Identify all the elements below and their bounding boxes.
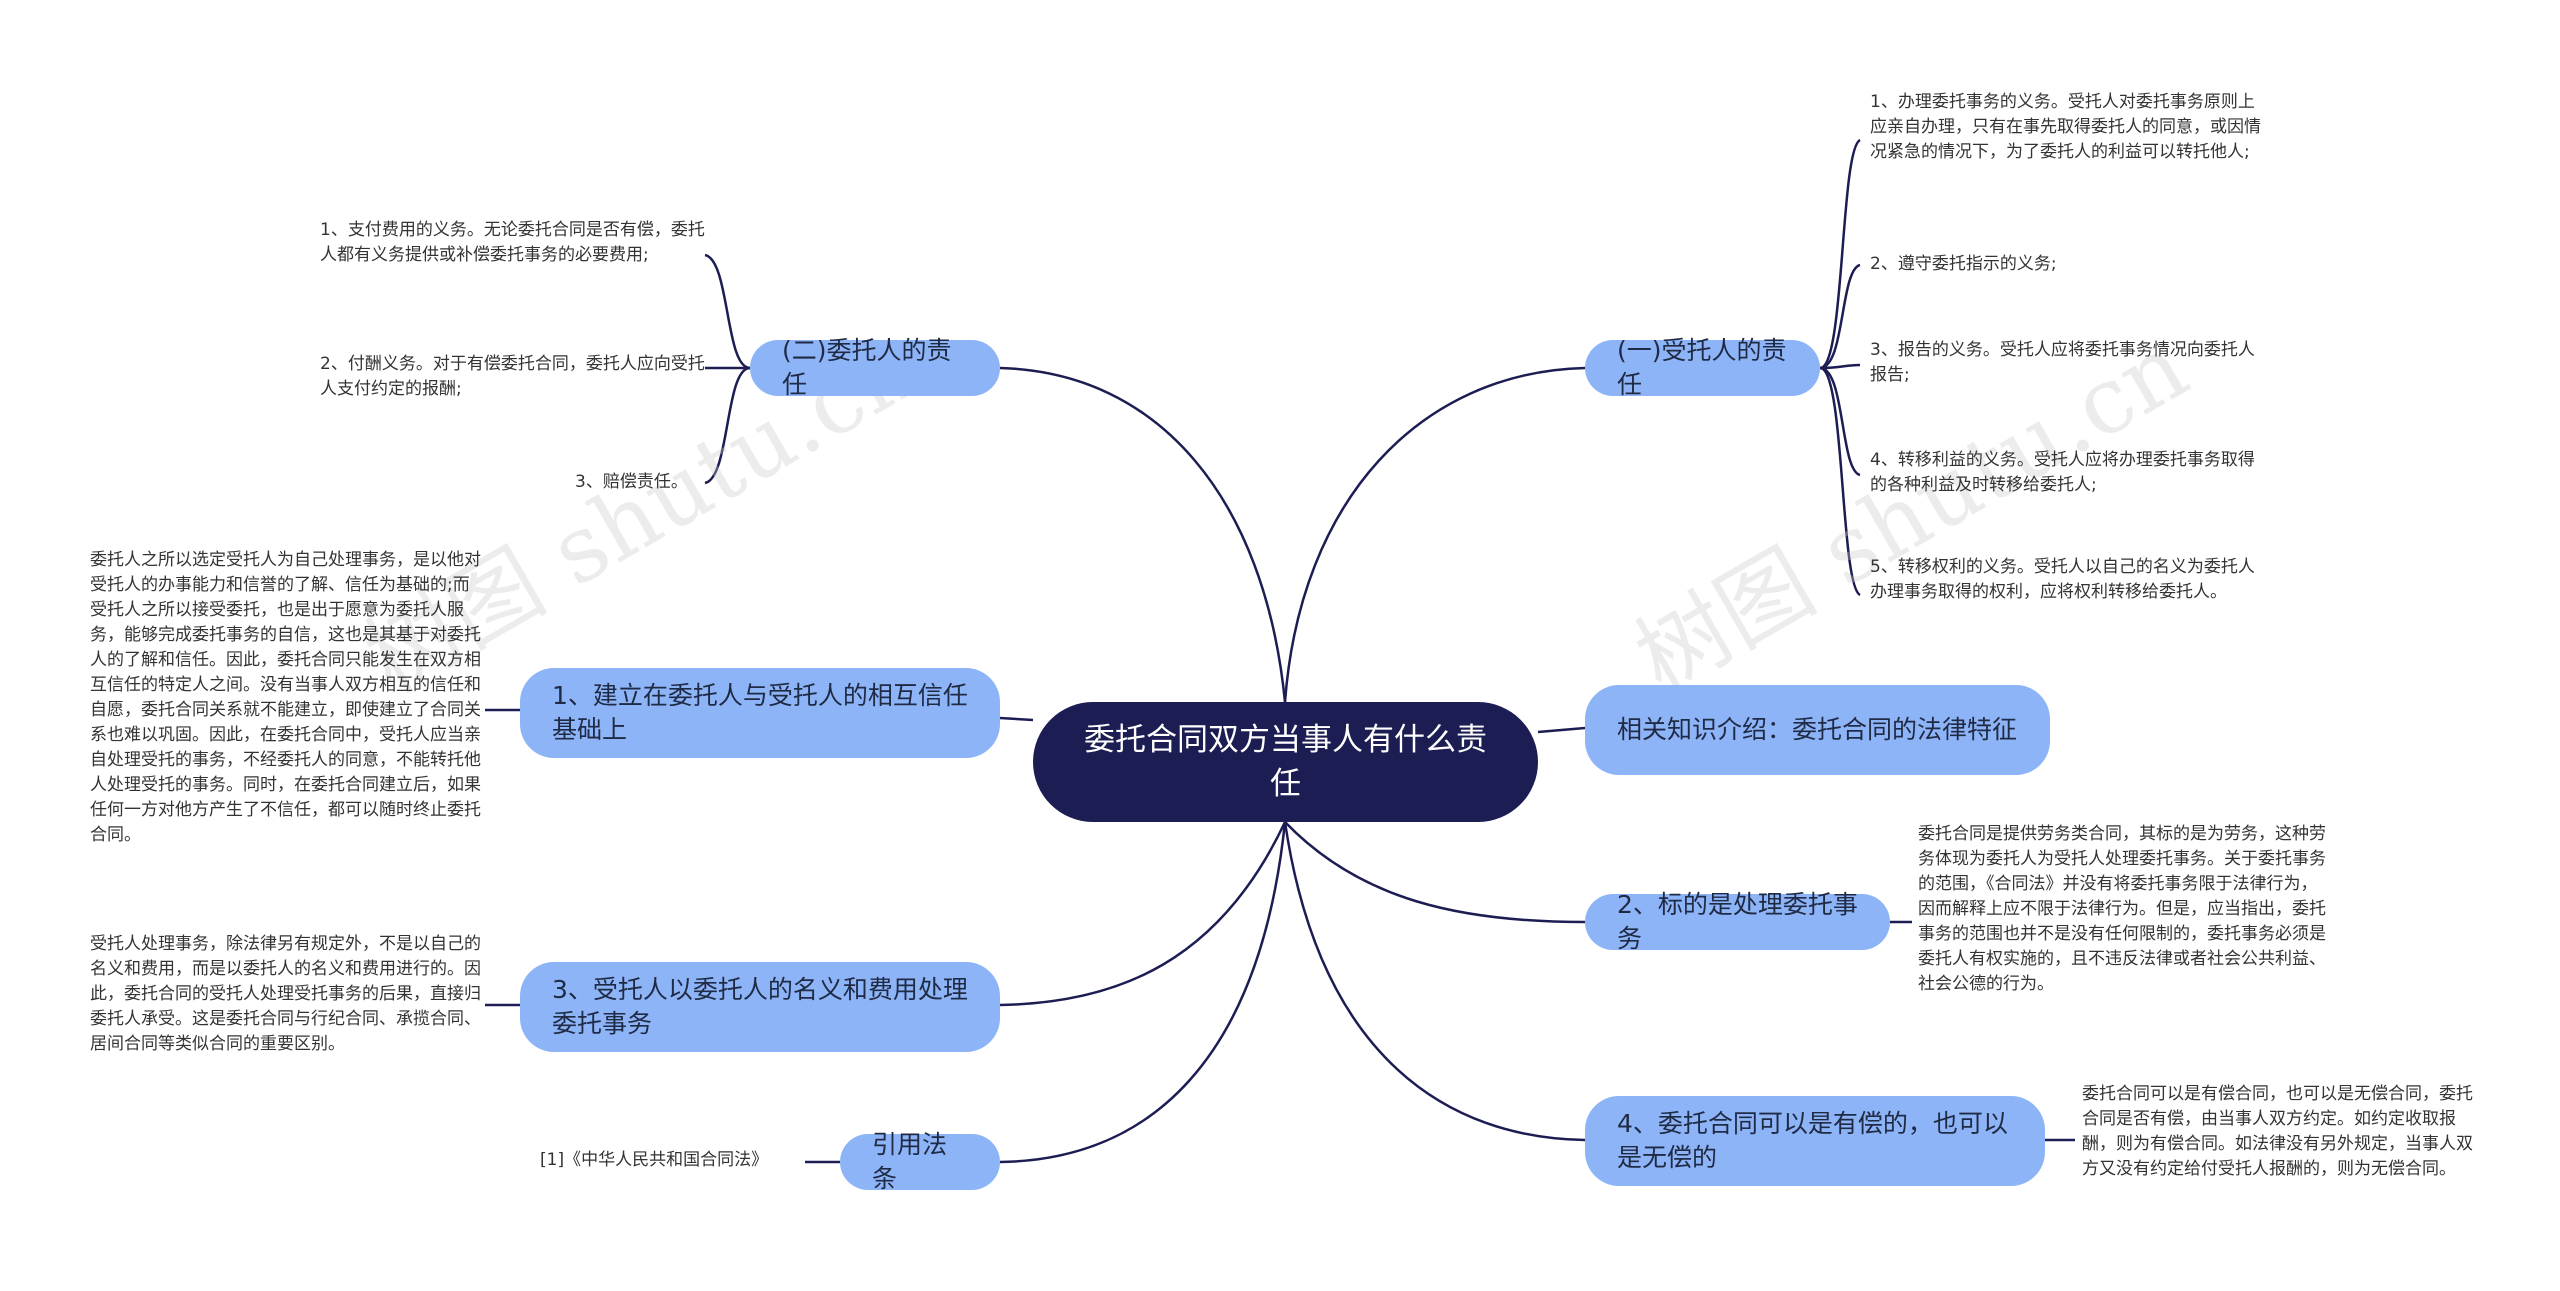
leaf-paid-or-free: 委托合同可以是有偿合同，也可以是无偿合同，委托合同是否有偿，由当事人双方约定。如… — [2082, 1084, 2473, 1179]
leaf-trustee-duty-4: 4、转移利益的义务。受托人应将办理委托事务取得的各种利益及时转移给委托人; — [1870, 450, 2255, 495]
leaf-cited-law: [1]《中华人民共和国合同法》 — [540, 1150, 769, 1170]
leaf-principal-duty-2: 2、付酬义务。对于有偿委托合同，委托人应向受托人支付约定的报酬; — [320, 354, 705, 399]
branch-trustee-duties[interactable]: (一)受托人的责任 — [1585, 336, 1820, 399]
leaf-mutual-trust: 委托人之所以选定受托人为自己处理事务，是以他对受托人的办事能力和信誉的了解、信任… — [90, 550, 481, 845]
branch-paid-or-free[interactable]: 4、委托合同可以是有偿的，也可以是无偿的 — [1585, 1096, 2045, 1186]
leaf-trustee-duty-2: 2、遵守委托指示的义务; — [1870, 254, 2057, 274]
branch-principal-duties[interactable]: (二)委托人的责任 — [750, 336, 1000, 399]
leaf-trustee-duty-1: 1、办理委托事务的义务。受托人对委托事务原则上应亲自办理，只有在事先取得委托人的… — [1870, 92, 2261, 162]
leaf-name-and-cost: 受托人处理事务，除法律另有规定外，不是以自己的名义和费用，而是以委托人的名义和费… — [90, 934, 481, 1054]
branch-mutual-trust[interactable]: 1、建立在委托人与受托人的相互信任基础上 — [520, 668, 1000, 758]
branch-subject-matter[interactable]: 2、标的是处理委托事务 — [1585, 890, 1890, 953]
center-topic[interactable]: 委托合同双方当事人有什么责任 — [1033, 702, 1538, 822]
leaf-subject-matter: 委托合同是提供劳务类合同，其标的是为劳务，这种劳务体现为委托人为受托人处理委托事… — [1918, 824, 2326, 994]
leaf-trustee-duty-3: 3、报告的义务。受托人应将委托事务情况向委托人报告; — [1870, 340, 2255, 385]
leaf-trustee-duty-5: 5、转移权利的义务。受托人以自己的名义为委托人办理事务取得的权利，应将权利转移给… — [1870, 557, 2255, 602]
branch-cited-law[interactable]: 引用法条 — [840, 1130, 1000, 1193]
branch-legal-features[interactable]: 相关知识介绍：委托合同的法律特征 — [1585, 685, 2050, 775]
leaf-principal-duty-3: 3、赔偿责任。 — [575, 472, 688, 492]
leaf-principal-duty-1: 1、支付费用的义务。无论委托合同是否有偿，委托人都有义务提供或补偿委托事务的必要… — [320, 220, 705, 265]
branch-name-and-cost[interactable]: 3、受托人以委托人的名义和费用处理委托事务 — [520, 962, 1000, 1052]
